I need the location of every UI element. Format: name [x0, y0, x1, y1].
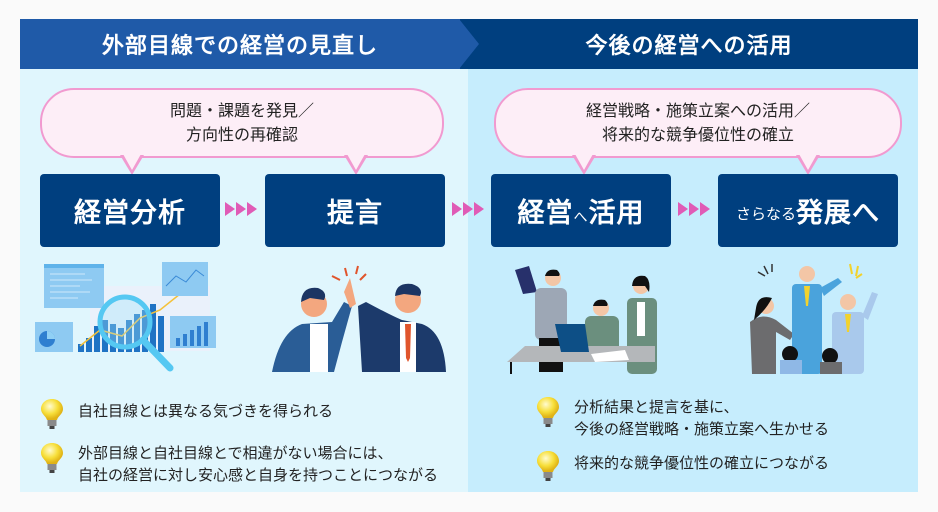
standing-woman-hair	[632, 275, 650, 292]
pie-slice	[47, 331, 55, 339]
left-man-shirt	[310, 324, 328, 372]
step-label-prefix: さらなる	[735, 205, 796, 223]
lightbulb-icon	[537, 451, 559, 481]
clipboard	[515, 266, 537, 294]
triangle-arrow-icon	[225, 202, 235, 216]
bullet-line: 分析結果と提言を基に、	[574, 398, 739, 416]
right-man-tie	[845, 314, 851, 332]
lightbulb-icon	[537, 397, 559, 427]
step-label-small: へ	[573, 210, 589, 226]
trend-line	[79, 293, 181, 347]
triangle-arrow-icon	[678, 202, 688, 216]
document-lines	[50, 273, 92, 299]
right-speech-bubble: 経営戦略・施策立案への活用／ 将来的な競争優位性の確立	[494, 88, 902, 158]
window-bar	[44, 264, 104, 268]
papers	[591, 350, 629, 362]
list-item: 外部目線と自社目線とで相違がない場合には、 自社の経営に対し安心感と自身を持つこ…	[40, 442, 460, 486]
crouching-man-body	[820, 362, 842, 374]
step-apply-to-management: 経営へ活用	[491, 174, 671, 247]
bullet-line: 外部目線と自社目線とで相違がない場合には、	[78, 444, 393, 462]
header-left: 外部目線での経営の見直し	[20, 19, 460, 69]
flow-arrow-2	[452, 202, 484, 216]
lightbulb-icon	[41, 443, 63, 473]
bullet-line: 将来的な競争優位性の確立につながる	[574, 454, 830, 472]
left-bubble-line2: 方向性の再確認	[185, 125, 298, 144]
magnifier-handle	[139, 336, 174, 372]
mini-line	[165, 269, 205, 287]
laptop	[555, 324, 589, 352]
triangle-arrow-icon	[452, 202, 462, 216]
header-left-title: 外部目線での経営の見直し	[101, 34, 378, 59]
seated-person-hair	[593, 299, 608, 306]
excitement-lines-left	[757, 264, 773, 277]
triangle-arrow-icon	[247, 202, 257, 216]
header-right-title: 今後の経営への活用	[585, 34, 793, 59]
woman-suit	[750, 316, 794, 374]
triangle-arrow-icon	[700, 202, 710, 216]
flow-arrow-3	[678, 202, 710, 216]
line-chart-window	[162, 262, 208, 296]
bullet-line: 今後の経営戦略・施策立案へ生かせる	[574, 420, 830, 438]
excitement-lines-right	[849, 263, 863, 279]
flow-arrow-1	[225, 202, 257, 216]
right-man-raised-arm	[862, 292, 878, 320]
right-bubble-line1: 経営戦略・施策立案への活用／	[585, 101, 810, 120]
left-bullet-list: 自社目線とは異なる気づきを得られる 外部目線と自社目線とで相違がない場合には、 …	[40, 398, 460, 486]
left-bubble-tail-2-fill	[347, 154, 365, 170]
step-proposal: 提言	[265, 174, 445, 247]
crouching-person-body	[780, 360, 802, 374]
list-item: 自社目線とは異なる気づきを得られる	[40, 398, 460, 430]
center-man-tie	[804, 286, 810, 306]
standing-man-hair	[545, 269, 560, 276]
step-label: 提言	[327, 198, 383, 229]
list-item: 分析結果と提言を基に、 今後の経営戦略・施策立案へ生かせる	[536, 396, 906, 440]
header-chevron	[459, 19, 479, 69]
step-label-main: 経営	[517, 198, 574, 229]
left-bubble-line1: 問題・課題を発見／	[169, 101, 314, 120]
lightbulb-icon	[41, 399, 63, 429]
bullet-line: 自社目線とは異なる気づきを得られる	[78, 402, 334, 420]
center-man-raised-arm	[820, 278, 842, 296]
woman-hair	[754, 297, 772, 320]
bullet-line: 自社の経営に対し安心感と自身を持つことにつながる	[78, 466, 439, 484]
center-man-suit	[792, 284, 822, 374]
left-man-hair	[301, 287, 326, 302]
triangle-arrow-icon	[474, 202, 484, 216]
right-bullet-list: 分析結果と提言を基に、 今後の経営戦略・施策立案へ生かせる 将来的な競争優位性の…	[536, 396, 906, 482]
center-man-head	[799, 266, 815, 282]
triangle-arrow-icon	[236, 202, 246, 216]
standing-woman-shirt	[637, 302, 645, 336]
right-man-hair	[395, 283, 421, 296]
list-item: 将来的な競争優位性の確立につながる	[536, 450, 906, 482]
right-man-head	[840, 294, 856, 310]
high-five-businessmen-illustration	[272, 265, 446, 372]
crouching-man-head	[822, 348, 838, 364]
mini-bars	[176, 322, 208, 346]
right-bubble-tail-1-fill	[575, 154, 593, 170]
right-man-suit	[832, 312, 864, 374]
right-bubble-line2: 将来的な競争優位性の確立	[601, 125, 794, 144]
triangle-arrow-icon	[463, 202, 473, 216]
step-label-end: 活用	[588, 198, 645, 229]
right-man-tie	[405, 324, 411, 362]
right-bubble-tail-2-fill	[799, 154, 817, 170]
left-bubble-tail-1-fill	[123, 154, 141, 170]
step-label-main: 発展へ	[796, 198, 880, 229]
step-management-analysis: 経営分析	[40, 174, 220, 247]
triangle-arrow-icon	[689, 202, 699, 216]
crouching-person-head	[782, 346, 798, 362]
raised-hands	[344, 278, 356, 308]
magnifier-lens	[97, 294, 153, 350]
step-further-development: さらなる発展へ	[718, 174, 898, 247]
spark-lines	[331, 265, 367, 281]
left-speech-bubble: 問題・課題を発見／ 方向性の再確認	[40, 88, 444, 158]
team-meeting-laptop-illustration	[507, 266, 657, 374]
step-label: 経営分析	[74, 198, 186, 229]
data-analysis-magnifier-illustration	[35, 262, 216, 372]
header-right: 今後の経営への活用	[460, 19, 918, 69]
team-celebration-illustration	[750, 263, 878, 374]
